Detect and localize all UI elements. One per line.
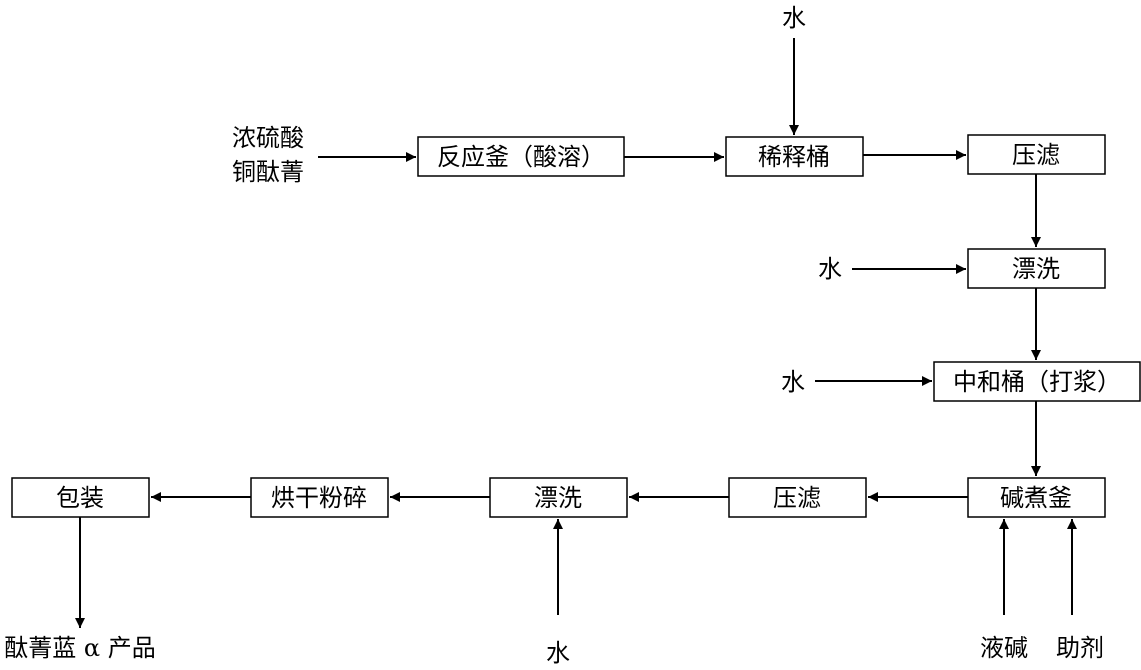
- water-rinse1-label: 水: [818, 255, 842, 283]
- box-reactor-label: 反应釜（酸溶）: [437, 143, 605, 171]
- product-label: 酞菁蓝 α 产品: [4, 634, 155, 662]
- box-filter2-label: 压滤: [773, 484, 821, 512]
- input-cupc-label: 铜酞菁: [232, 158, 304, 186]
- box-pack-label: 包装: [56, 484, 104, 512]
- box-dilution: 稀释桶: [725, 136, 864, 177]
- box-rinse2-label: 漂洗: [534, 484, 582, 512]
- water-neutralize-label: 水: [781, 368, 805, 396]
- box-reactor: 反应釜（酸溶）: [417, 136, 625, 177]
- box-neutralize-label: 中和桶（打浆）: [953, 368, 1121, 396]
- water-top-label: 水: [782, 4, 806, 32]
- box-boil-label: 碱煮釜: [1000, 484, 1072, 512]
- water-rinse2-label: 水: [546, 639, 570, 667]
- box-boil: 碱煮釜: [967, 477, 1106, 518]
- lye-label: 液碱: [980, 634, 1028, 662]
- box-rinse1: 漂洗: [967, 248, 1106, 289]
- box-neutralize: 中和桶（打浆）: [933, 361, 1141, 402]
- box-filter2: 压滤: [728, 477, 867, 518]
- box-pack: 包装: [11, 477, 150, 518]
- box-dilution-label: 稀释桶: [758, 143, 830, 171]
- box-filter1-label: 压滤: [1012, 141, 1060, 169]
- box-rinse1-label: 漂洗: [1012, 255, 1060, 283]
- additive-label: 助剂: [1056, 634, 1104, 662]
- box-dry: 烘干粉碎: [250, 477, 389, 518]
- box-dry-label: 烘干粉碎: [271, 484, 367, 512]
- box-rinse2: 漂洗: [489, 477, 628, 518]
- box-filter1: 压滤: [967, 134, 1106, 175]
- input-acid-label: 浓硫酸: [232, 124, 304, 152]
